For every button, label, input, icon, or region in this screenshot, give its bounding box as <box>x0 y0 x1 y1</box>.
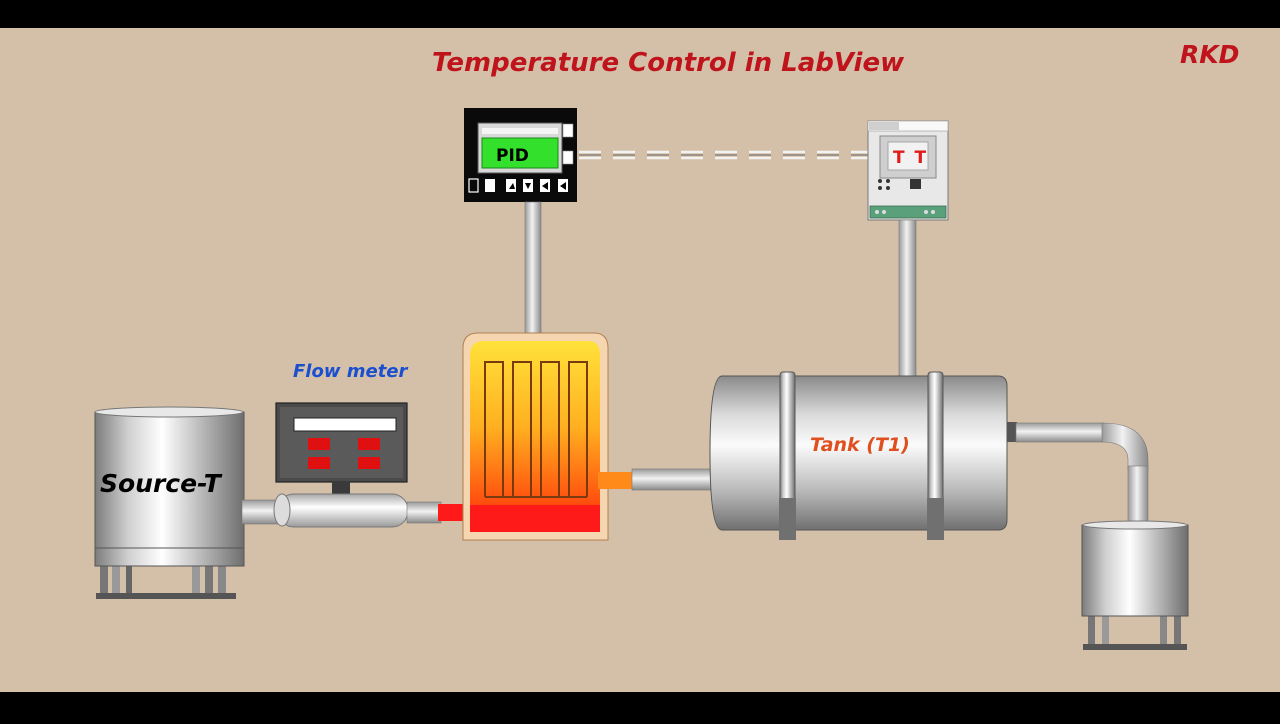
pid-controller[interactable] <box>464 108 577 202</box>
heater-vessel[interactable] <box>462 332 609 541</box>
pid-key-icon[interactable] <box>485 179 495 192</box>
warm-outlet-flow <box>598 472 634 489</box>
pid-key-icon[interactable] <box>506 179 516 192</box>
transmitter-display-text: T T <box>893 148 929 168</box>
tank-t1[interactable] <box>709 371 1017 540</box>
pid-screen <box>481 137 559 169</box>
transmitter-tank-pipe <box>898 219 917 379</box>
pid-key-icon[interactable] <box>468 178 479 193</box>
source-tank-label: Source-T <box>100 469 221 498</box>
page-title: Temperature Control in LabView <box>432 48 905 78</box>
transmitter-display <box>887 141 929 171</box>
hot-inlet-flow <box>438 504 468 521</box>
signal-line <box>579 150 868 160</box>
source-outlet-pipe <box>241 499 279 525</box>
background-panel <box>0 28 1280 692</box>
heating-coil <box>484 361 588 497</box>
receiving-tank[interactable] <box>1081 520 1189 650</box>
flow-meter-display <box>293 417 397 432</box>
tank-t1-label: Tank (T1) <box>810 434 910 456</box>
heater-tank-pipe <box>631 468 713 491</box>
flow-meter[interactable] <box>273 402 409 528</box>
pid-display-text: PID <box>496 146 529 166</box>
source-tank[interactable] <box>94 406 245 599</box>
tank-outlet-pipe <box>1015 422 1149 525</box>
temperature-transmitter[interactable] <box>867 120 949 221</box>
heater-hot-zone <box>470 505 600 532</box>
brand-logo-text: RKD <box>1180 40 1240 69</box>
pid-heater-pipe <box>524 201 542 337</box>
meter-heater-pipe <box>406 501 442 524</box>
flow-meter-label: Flow meter <box>293 361 408 382</box>
